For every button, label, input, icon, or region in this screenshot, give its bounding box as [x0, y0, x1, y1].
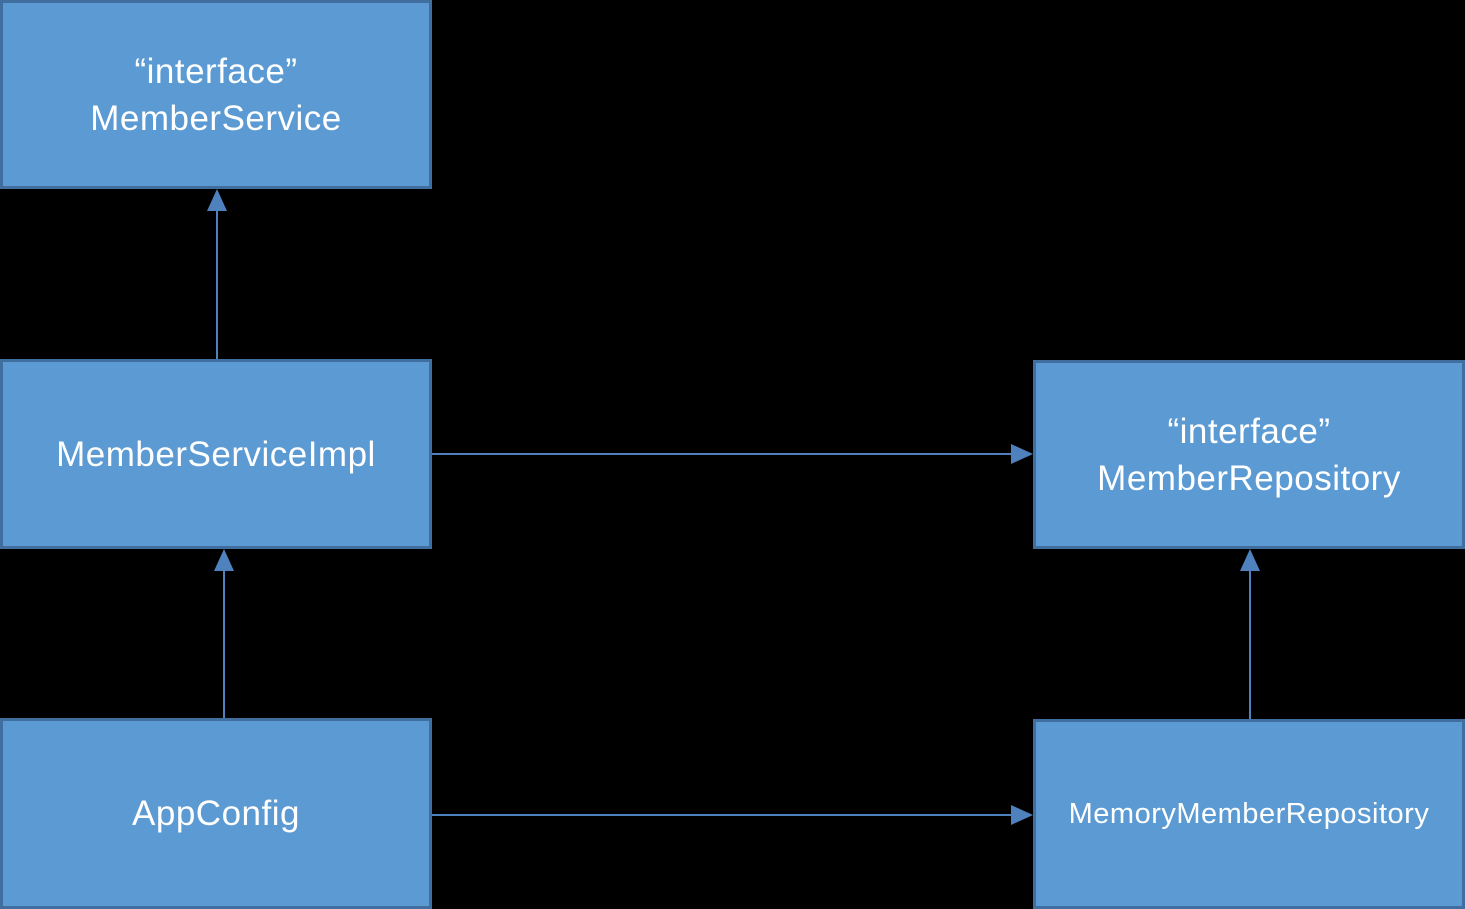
arrow-appconfig-to-memberserviceimpl [214, 549, 234, 718]
node-stereotype-label: “interface” [134, 51, 298, 91]
arrow-memberserviceimpl-to-memberservice [207, 189, 227, 359]
node-member-service-impl: MemberServiceImpl [0, 359, 432, 549]
arrow-memorymemberrepository-to-memberrepository [1240, 549, 1260, 719]
arrow-head-icon [1011, 805, 1033, 825]
node-member-repository: “interface” MemberRepository [1033, 360, 1465, 549]
arrow-head-icon [207, 189, 227, 211]
arrow-head-icon [1240, 549, 1260, 571]
node-title-label: MemoryMemberRepository [1068, 797, 1430, 830]
node-stereotype-label: “interface” [1167, 411, 1331, 451]
arrow-memberserviceimpl-to-memberrepository [432, 444, 1033, 464]
node-title-label: MemberServiceImpl [56, 434, 376, 474]
node-title-label: AppConfig [132, 794, 300, 833]
arrow-head-icon [214, 549, 234, 571]
arrow-head-icon [1011, 444, 1033, 464]
arrow-appconfig-to-memorymemberrepository [432, 805, 1033, 825]
node-app-config: AppConfig [0, 718, 432, 909]
node-title-label: MemberRepository [1097, 458, 1401, 498]
node-memory-member-repository: MemoryMemberRepository [1033, 719, 1465, 909]
node-member-service: “interface” MemberService [0, 0, 432, 189]
node-title-label: MemberService [90, 98, 342, 138]
